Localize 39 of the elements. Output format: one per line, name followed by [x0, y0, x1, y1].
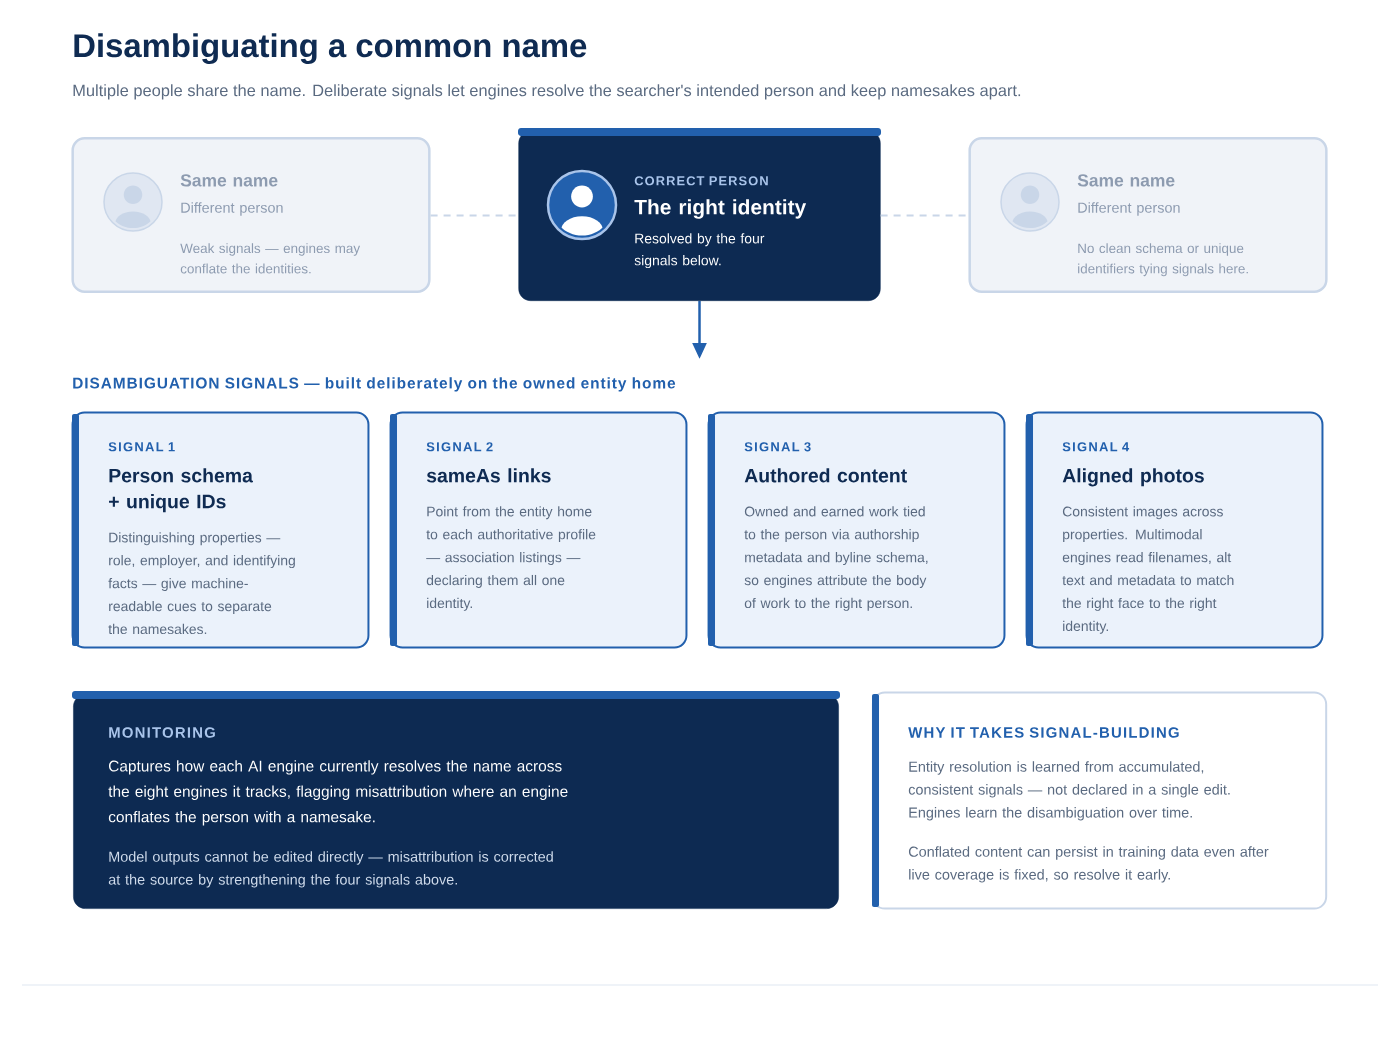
profile-card: [71, 137, 431, 293]
kicker: SIGNAL 3: [744, 442, 811, 452]
profile-card: [968, 137, 1328, 293]
profile-card: [518, 128, 881, 301]
info-panel: [72, 691, 840, 909]
panel-text: Conflated content can persist in training data even after live coverage is fixed, so resolve it early.: [908, 846, 1269, 883]
card-text: No clean schema or unique identifiers tying signals here.: [1078, 243, 1248, 277]
subtitle: Multiple people share the name. Deliberate signals let engines resolve the searcher's intended person and keep namesakes apart.: [73, 84, 1021, 100]
card-text: Resolved by the four signals below.: [634, 233, 765, 269]
card-title: The right identity: [634, 199, 807, 219]
card-title: Person schema + unique IDs: [109, 468, 253, 513]
card-title: sameAs links: [426, 468, 551, 483]
panel-text: Entity resolution is learned from accumulated, consistent signals — not declared in a single edit. Engines learn the disambiguation over time.: [908, 761, 1230, 821]
card-title: Same name: [180, 174, 278, 187]
card-text: Weak signals — engines may conflate the identities.: [180, 243, 361, 274]
kicker: SIGNAL 2: [426, 442, 493, 452]
signal-card: [71, 411, 370, 649]
card-subtitle: Different person: [181, 202, 283, 216]
card-title: Same name: [1077, 174, 1175, 187]
signal-card: [1025, 411, 1324, 649]
card-text: Distinguishing properties — role, employer, and identifying facts — give machine-readable cues to separate the namesakes.: [108, 532, 295, 635]
card-text: Owned and earned work tied to the person via authorship metadata and byline schema, so engines attribute the body of work to the right person.: [744, 506, 928, 611]
card-text: Consistent images across properties. Multimodal engines read filenames, alt text and metadata to match the right face to the right identity.: [1062, 506, 1234, 634]
info-panel: [871, 691, 1328, 910]
panel-heading: WHY IT TAKES SIGNAL-BUILDING: [908, 727, 1179, 738]
panel-heading: MONITORING: [109, 727, 215, 738]
section-heading: DISAMBIGUATION SIGNALS — built deliberately on the owned entity home: [73, 377, 676, 392]
title: Disambiguating a common name: [74, 33, 587, 64]
card-text: Point from the entity home to each authoritative profile — association listings — declaring them all one identity.: [426, 506, 596, 611]
kicker: CORRECT PERSON: [634, 176, 768, 186]
panel-text: Model outputs cannot be edited directly — misattribution is corrected at the source by strengthening the four signals above.: [108, 851, 553, 888]
card-subtitle: Different person: [1078, 202, 1180, 216]
panel-text: Captures how each AI engine currently resolves the name across the eight engines it tracks, flagging misattribution where an engine conflates the person with a namesake.: [108, 760, 568, 826]
card-title: Authored content: [744, 468, 907, 483]
kicker: SIGNAL 4: [1062, 442, 1130, 452]
card-title: Aligned photos: [1062, 468, 1204, 487]
kicker: SIGNAL 1: [108, 442, 175, 452]
signal-card: [707, 411, 1006, 649]
signal-card: [389, 411, 688, 649]
